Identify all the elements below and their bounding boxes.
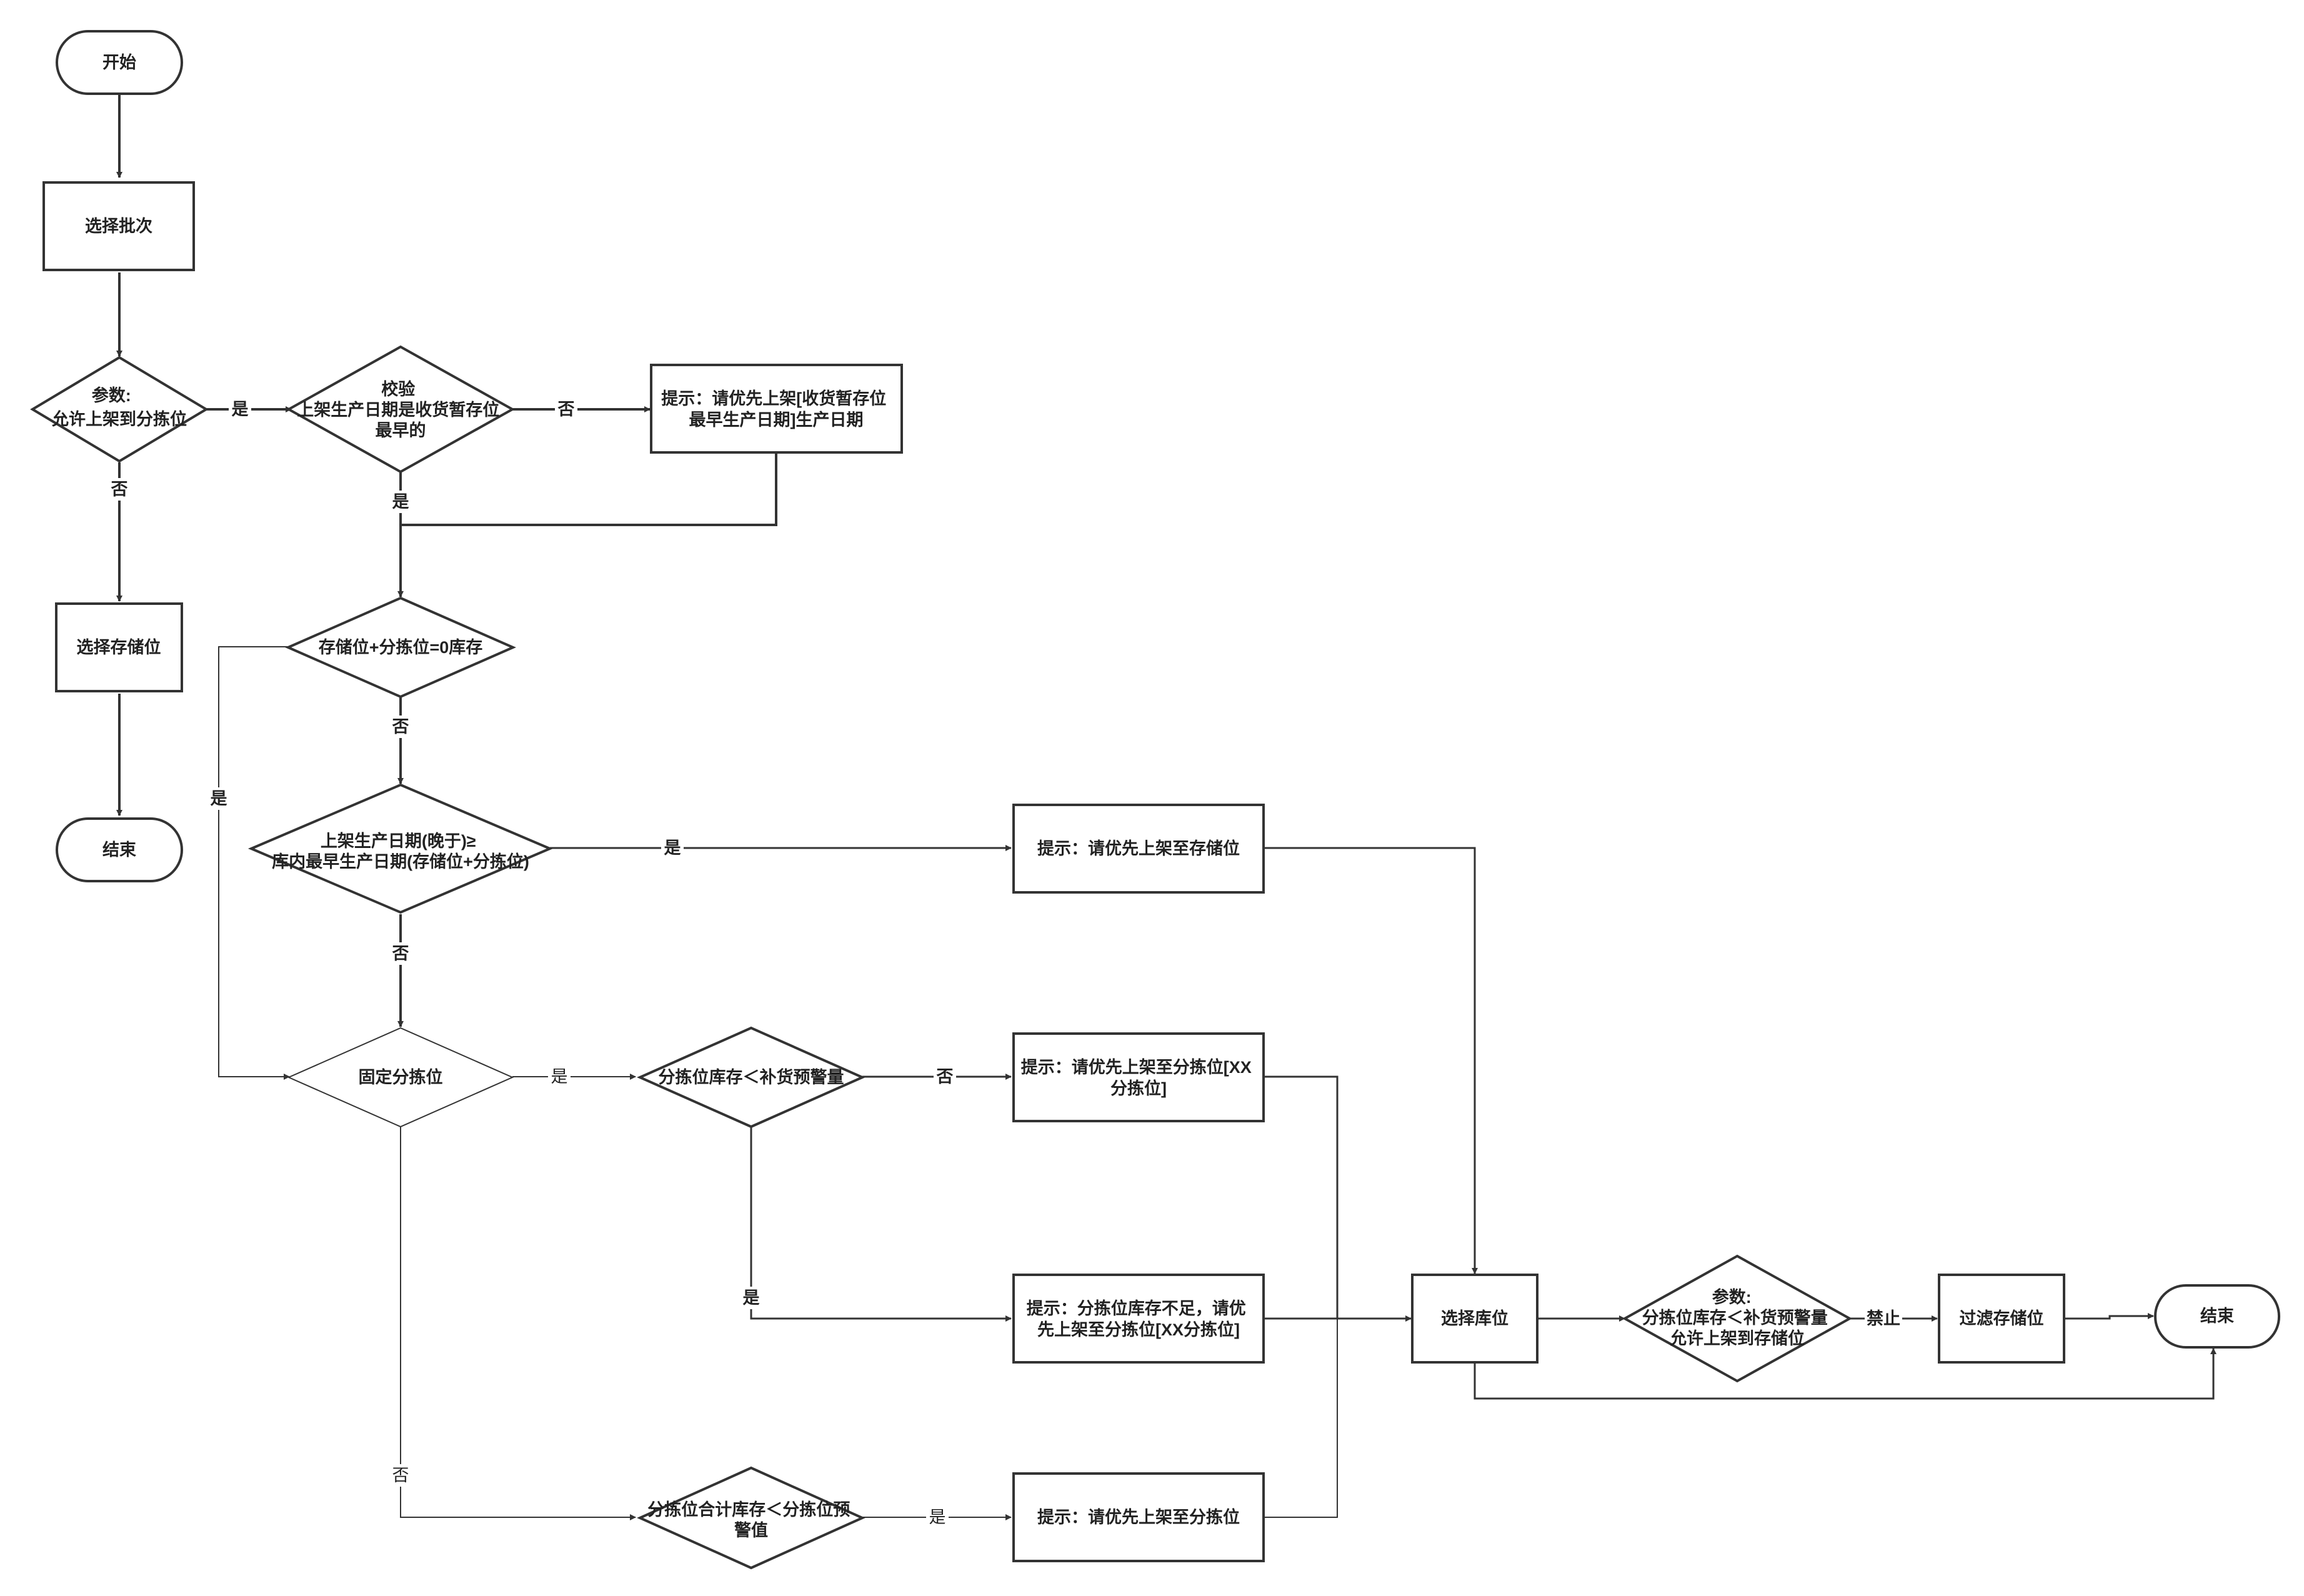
fixed-pick-label: 固定分拣位 bbox=[359, 1067, 443, 1087]
label-fixed-yes: 是 bbox=[551, 1067, 568, 1086]
param-replenish-decision: 参数: 分拣位库存＜补货预警量 允许上架到存储位 bbox=[1622, 1254, 1853, 1383]
label-pick-stock-no: 否 bbox=[937, 1067, 954, 1086]
label-zero-stock-yes: 是 bbox=[211, 789, 227, 808]
tip-insufficient-line-1: 提示：分拣位库存不足，请优 bbox=[1027, 1299, 1246, 1318]
param-allow-decision: 参数: 允许上架到分拣位 bbox=[30, 356, 209, 463]
tip-pick-xx-line-2: 分拣位] bbox=[1110, 1079, 1167, 1098]
pick-stock-decision: 分拣位库存＜补货预警量 bbox=[637, 1026, 865, 1129]
pick-stock-label: 分拣位库存＜补货预警量 bbox=[659, 1067, 844, 1087]
select-batch-node: 选择批次 bbox=[42, 181, 195, 271]
end-left-node: 结束 bbox=[56, 817, 183, 882]
check-date-label: 校验 上架生产日期是收货暂存位 最早的 bbox=[297, 379, 504, 440]
edge-fixed-to-total-stock-no bbox=[400, 1127, 636, 1520]
label-date-yes: 是 bbox=[664, 839, 681, 857]
select-location-node: 选择库位 bbox=[1411, 1274, 1538, 1364]
label-check-yes: 是 bbox=[392, 492, 409, 511]
total-stock-line-2: 警值 bbox=[734, 1521, 768, 1540]
tip-insufficient-line-2: 先上架至分拣位[XX分拣位] bbox=[1037, 1320, 1240, 1339]
select-storage-node: 选择存储位 bbox=[55, 602, 183, 692]
label-check-no: 否 bbox=[558, 400, 575, 419]
start-node: 开始 bbox=[56, 30, 183, 95]
tip-pick-label: 提示：请优先上架至分拣位 bbox=[1037, 1507, 1240, 1527]
param-replenish-line-2: 分拣位库存＜补货预警量 bbox=[1642, 1308, 1828, 1327]
edge-zero-stock-to-fixed-yes bbox=[218, 646, 290, 1080]
start-label: 开始 bbox=[102, 52, 136, 72]
check-date-line-3: 最早的 bbox=[376, 421, 426, 440]
tip-pick-xx-line-1: 提示：请优先上架至分拣位[XX bbox=[1021, 1057, 1252, 1077]
tip-storage-node: 提示：请优先上架至存储位 bbox=[1012, 804, 1265, 894]
zero-stock-decision: 存储位+分拣位=0库存 bbox=[285, 596, 516, 699]
edge-labels: 是 否 否 是 否 是 是 否 是 否 是 否 是 禁止 bbox=[108, 398, 1902, 1529]
fixed-pick-decision: 固定分拣位 bbox=[287, 1027, 514, 1128]
tip-insufficient-node: 提示：分拣位库存不足，请优 先上架至分拣位[XX分拣位] bbox=[1012, 1274, 1265, 1364]
select-storage-label: 选择存储位 bbox=[77, 637, 161, 657]
param-replenish-label: 参数: 分拣位库存＜补货预警量 允许上架到存储位 bbox=[1642, 1287, 1833, 1348]
tip-earliest-node: 提示：请优先上架[收货暂存位 最早生产日期]生产日期 bbox=[650, 364, 903, 454]
edge-pick-stock-to-insufficient-yes bbox=[750, 1127, 1012, 1322]
total-stock-decision: 分拣位合计库存＜分拣位预 警值 bbox=[637, 1466, 865, 1570]
end-right-label: 结束 bbox=[2200, 1307, 2234, 1325]
total-stock-label: 分拣位合计库存＜分拣位预 警值 bbox=[647, 1500, 855, 1540]
check-date-line-2: 上架生产日期是收货暂存位 bbox=[297, 400, 499, 419]
label-total-stock-yes: 是 bbox=[929, 1508, 946, 1527]
total-stock-line-1: 分拣位合计库存＜分拣位预 bbox=[647, 1500, 850, 1519]
param-allow-line-2: 允许上架到分拣位 bbox=[51, 409, 187, 429]
tip-pick-xx-label: 提示：请优先上架至分拣位[XX 分拣位] bbox=[1021, 1057, 1257, 1098]
date-compare-label: 上架生产日期(晚于)≥ 库内最早生产日期(存储位+分拣位) bbox=[272, 832, 529, 871]
zero-stock-label: 存储位+分拣位=0库存 bbox=[319, 637, 483, 657]
select-batch-label: 选择批次 bbox=[85, 217, 152, 236]
end-right-node: 结束 bbox=[2154, 1284, 2280, 1349]
select-location-label: 选择库位 bbox=[1441, 1309, 1509, 1328]
edge-tip-storage-to-location bbox=[1264, 847, 1478, 1274]
param-replenish-line-3: 允许上架到存储位 bbox=[1669, 1329, 1805, 1348]
label-zero-stock-no: 否 bbox=[392, 717, 409, 736]
tip-pick-node: 提示：请优先上架至分拣位 bbox=[1012, 1472, 1265, 1562]
param-allow-line-1: 参数: bbox=[92, 386, 131, 405]
edge-filter-to-end bbox=[2065, 1313, 2154, 1320]
label-fixed-no: 否 bbox=[392, 1466, 409, 1485]
label-param-yes: 是 bbox=[232, 400, 249, 419]
tip-pick-xx-node: 提示：请优先上架至分拣位[XX 分拣位] bbox=[1012, 1032, 1265, 1122]
check-date-line-1: 校验 bbox=[381, 379, 415, 399]
edge-tip-earliest-merge bbox=[401, 454, 777, 526]
date-compare-line-2: 库内最早生产日期(存储位+分拣位) bbox=[272, 852, 529, 871]
tip-earliest-line-2: 最早生产日期]生产日期 bbox=[689, 411, 864, 429]
param-allow-label: 参数: 允许上架到分拣位 bbox=[51, 386, 187, 429]
label-forbid: 禁止 bbox=[1867, 1309, 1900, 1328]
tip-storage-label: 提示：请优先上架至存储位 bbox=[1037, 839, 1240, 858]
edge-tip-xx-to-location bbox=[1264, 1075, 1339, 1319]
date-compare-line-1: 上架生产日期(晚于)≥ bbox=[321, 832, 476, 850]
edge-tip-pick-to-location bbox=[1264, 1319, 1338, 1518]
nodes: 开始 选择批次 参数: 允许上架到分拣位 校验 上架生产日期是收货暂存位 最早的 bbox=[30, 30, 2280, 1570]
date-compare-decision: 上架生产日期(晚于)≥ 库内最早生产日期(存储位+分拣位) bbox=[247, 783, 554, 914]
filter-storage-label: 过滤存储位 bbox=[1960, 1309, 2044, 1328]
check-date-decision: 校验 上架生产日期是收货暂存位 最早的 bbox=[286, 345, 516, 474]
label-pick-stock-yes: 是 bbox=[743, 1289, 760, 1307]
tip-insufficient-label: 提示：分拣位库存不足，请优 先上架至分拣位[XX分拣位] bbox=[1027, 1299, 1251, 1339]
tip-earliest-line-1: 提示：请优先上架[收货暂存位 bbox=[661, 389, 886, 408]
edge-location-to-end-bottom bbox=[1474, 1348, 2217, 1400]
param-replenish-line-1: 参数: bbox=[1712, 1287, 1752, 1307]
label-date-no: 否 bbox=[392, 944, 409, 963]
filter-storage-node: 过滤存储位 bbox=[1938, 1274, 2065, 1364]
label-param-no: 否 bbox=[111, 480, 128, 499]
tip-earliest-label: 提示：请优先上架[收货暂存位 最早生产日期]生产日期 bbox=[661, 389, 891, 429]
end-left-label: 结束 bbox=[102, 840, 136, 859]
